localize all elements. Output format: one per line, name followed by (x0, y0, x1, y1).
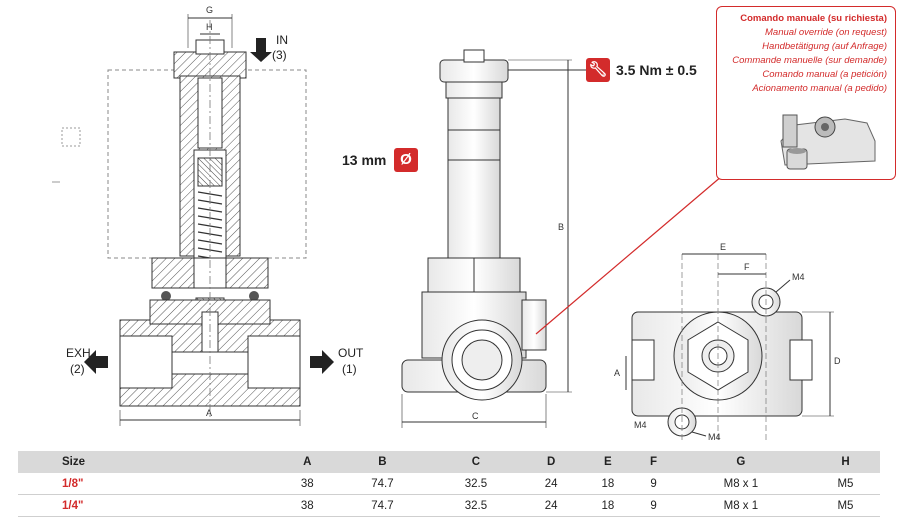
cell-size: 1/8" (18, 473, 279, 495)
col-f: F (636, 451, 671, 473)
dim-d-label: D (834, 356, 841, 366)
front-view (401, 49, 723, 428)
dim-g-label: G (206, 5, 214, 15)
table-row: 1/4" 38 74.7 32.5 24 18 9 M8 x 1 M5 (18, 494, 880, 517)
in-port-number: (3) (272, 48, 287, 62)
torque-value: 3.5 Nm ± 0.5 (616, 62, 697, 78)
section-view (52, 14, 334, 426)
table-row: 1/8" 38 74.7 32.5 24 18 9 M8 x 1 M5 (18, 473, 880, 495)
manual-override-line-it: Comando manuale (su richiesta) (740, 13, 887, 24)
col-h: H (810, 451, 880, 473)
manual-override-line-de: Handbetätigung (auf Anfrage) (762, 41, 887, 52)
cell-c: 32.5 (429, 473, 523, 495)
cell-d: 24 (522, 494, 580, 517)
table-header-row: Size A B C D E F G H (18, 451, 880, 473)
cell-h: M5 (810, 494, 880, 517)
manual-override-line-es: Comando manual (a petición) (762, 69, 887, 80)
col-size: Size (18, 451, 279, 473)
cell-f: 9 (636, 473, 671, 495)
col-e: E (579, 451, 637, 473)
dim-f-label: F (744, 262, 750, 272)
col-b: B (335, 451, 430, 473)
cell-g: M8 x 1 (670, 473, 811, 495)
wrench-icon: 🔧︎ (586, 58, 610, 82)
cell-e: 18 (579, 473, 637, 495)
col-c: C (429, 451, 523, 473)
out-port-label: OUT (338, 346, 364, 360)
cell-size: 1/4" (18, 494, 279, 517)
manual-override-illustration (780, 114, 876, 170)
diameter-value: 13 mm (342, 152, 387, 168)
in-port-label: IN (276, 33, 288, 47)
cell-d: 24 (522, 473, 580, 495)
col-d: D (522, 451, 580, 473)
dimensions-table: Size A B C D E F G H 1/8" 38 74.7 32.5 2… (18, 451, 880, 517)
manual-override-line-fr: Commande manuelle (sur demande) (732, 55, 887, 66)
cell-e: 18 (579, 494, 637, 517)
dim-m4-label-left: M4 (634, 420, 647, 430)
dim-a-side-label: A (614, 368, 621, 378)
col-a: A (278, 451, 336, 473)
out-port-number: (1) (342, 362, 357, 376)
diameter-symbol: Ø (394, 148, 418, 172)
exh-port-number: (2) (70, 362, 85, 376)
cell-a: 38 (278, 473, 336, 495)
dim-a-label: A (206, 408, 213, 418)
manual-override-line-en: Manual override (on request) (765, 27, 887, 38)
cell-b: 74.7 (335, 494, 430, 517)
dim-h-label: H (206, 22, 213, 32)
cell-b: 74.7 (335, 473, 430, 495)
exh-port-label: EXH (66, 346, 91, 360)
dim-m4-label-bottom: M4 (708, 432, 721, 442)
manual-override-callout: Comando manuale (su richiesta) Manual ov… (716, 6, 896, 180)
cell-f: 9 (636, 494, 671, 517)
cell-h: M5 (810, 473, 880, 495)
bottom-view (625, 253, 834, 440)
dim-c-label: C (472, 411, 479, 421)
dim-e-label: E (720, 242, 727, 252)
dim-b-label: B (558, 222, 565, 232)
technical-drawing (52, 14, 834, 440)
manual-override-line-pt: Acionamento manual (a pedido) (752, 83, 887, 94)
cell-c: 32.5 (429, 494, 523, 517)
cell-g: M8 x 1 (670, 494, 811, 517)
dim-m4-label-top: M4 (792, 272, 805, 282)
cell-a: 38 (278, 494, 336, 517)
col-g: G (670, 451, 811, 473)
